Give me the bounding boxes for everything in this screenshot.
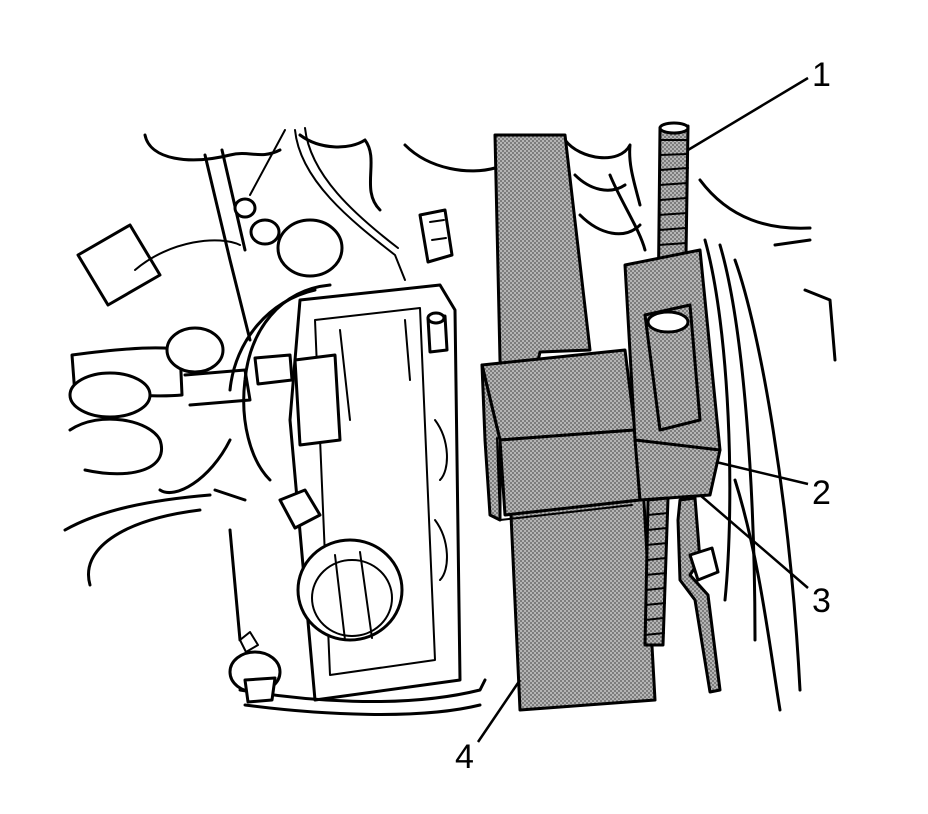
- latch-bracket: [480, 348, 642, 522]
- callout-3: 3: [812, 582, 831, 620]
- callout-1: 1: [812, 56, 831, 94]
- hood-latch: [623, 248, 722, 502]
- callout-labels: 1 2 3 4: [455, 56, 831, 776]
- leader-line-4: [476, 679, 522, 743]
- wiring-harness: [643, 496, 722, 694]
- body-line-art: [563, 138, 837, 712]
- leader-line-3: [699, 494, 809, 589]
- engine-line-art: [63, 127, 497, 716]
- callout-4: 4: [455, 738, 474, 776]
- leader-line-1: [687, 76, 809, 152]
- leader-line-2: [715, 460, 809, 486]
- leader-lines: [476, 76, 809, 743]
- callout-2: 2: [812, 474, 831, 512]
